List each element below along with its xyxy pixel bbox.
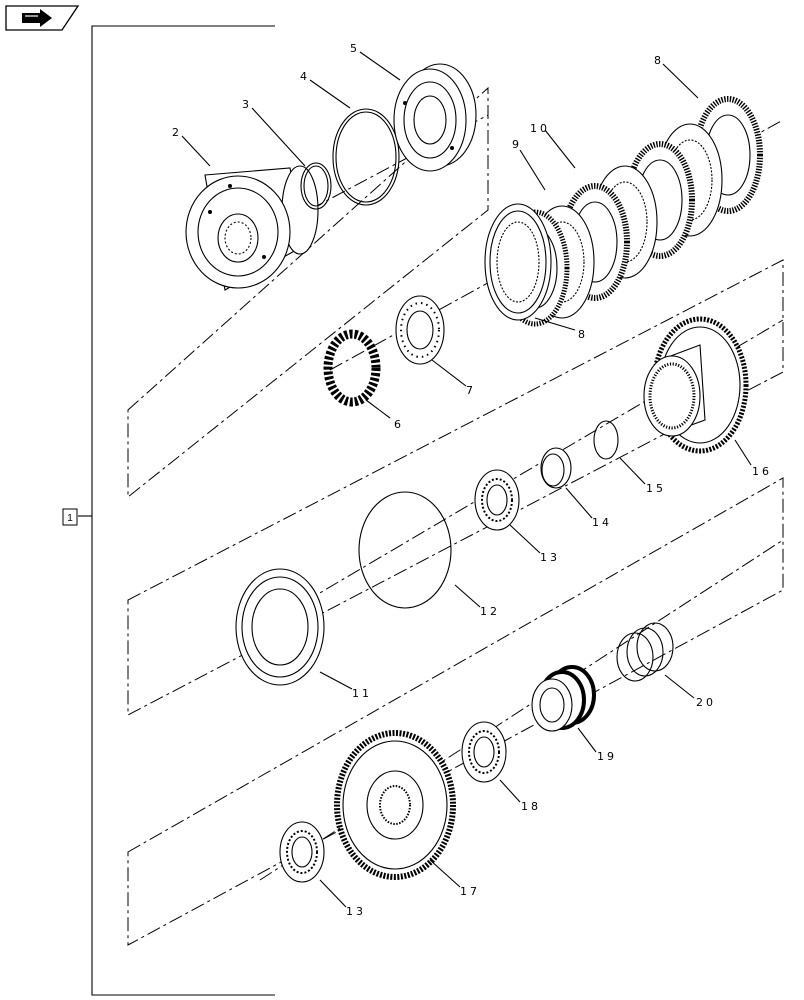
assembly-reference-box[interactable]: 1 (62, 508, 78, 526)
callout-18: 18 (521, 800, 541, 813)
callout-10: 10 (530, 122, 550, 135)
assembly-reference-label: 1 (67, 513, 73, 524)
part-6-spring-pack (323, 329, 381, 407)
callout-14: 14 (592, 516, 612, 529)
arrow-forward-icon (22, 9, 52, 27)
callout-20: 20 (696, 696, 716, 709)
callout-8-upper: 8 (654, 54, 664, 67)
part-5-piston (393, 63, 477, 172)
callout-17: 17 (460, 885, 480, 898)
part-2-clutch-housing (185, 165, 319, 291)
part-12-split-ring (358, 491, 452, 609)
part-14-bearing-race (540, 447, 572, 489)
callout-13-lower: 13 (346, 905, 366, 918)
callout-13-upper: 13 (540, 551, 560, 564)
part-20-coil-spring (616, 622, 674, 682)
callout-labels: 2 3 4 5 6 7 8 9 10 8 16 15 14 13 12 11 2… (172, 42, 772, 918)
assembly-bracket (78, 25, 275, 996)
callout-2: 2 (172, 126, 182, 139)
part-13-bearing-lower (279, 821, 325, 883)
callout-19: 19 (597, 750, 617, 763)
callout-16: 16 (752, 465, 772, 478)
callout-4: 4 (300, 70, 310, 83)
part-3-snap-ring (300, 162, 332, 210)
nav-forward-button[interactable] (5, 5, 80, 31)
callout-9: 9 (512, 138, 522, 151)
part-13-bearing-upper (474, 469, 520, 531)
part-16-gear-hub (643, 316, 749, 454)
part-11-thrust-washer (235, 568, 325, 686)
callout-6: 6 (394, 418, 404, 431)
part-4-seal-ring (332, 108, 400, 206)
callout-12: 12 (480, 605, 500, 618)
part-17-output-gear (334, 730, 456, 880)
callout-11: 11 (352, 687, 372, 700)
callout-3: 3 (242, 98, 252, 111)
callout-8-lower: 8 (578, 328, 588, 341)
callout-leader-lines (181, 51, 752, 908)
part-8-9-10-clutch-disc-stack (484, 96, 763, 327)
part-7-retainer-plate (395, 295, 445, 365)
callout-15: 15 (646, 482, 666, 495)
part-18-bearing (461, 721, 507, 783)
callout-7: 7 (466, 384, 476, 397)
part-15-snap-ring (593, 420, 619, 460)
callout-5: 5 (350, 42, 360, 55)
part-19-damper-spring (531, 665, 596, 732)
